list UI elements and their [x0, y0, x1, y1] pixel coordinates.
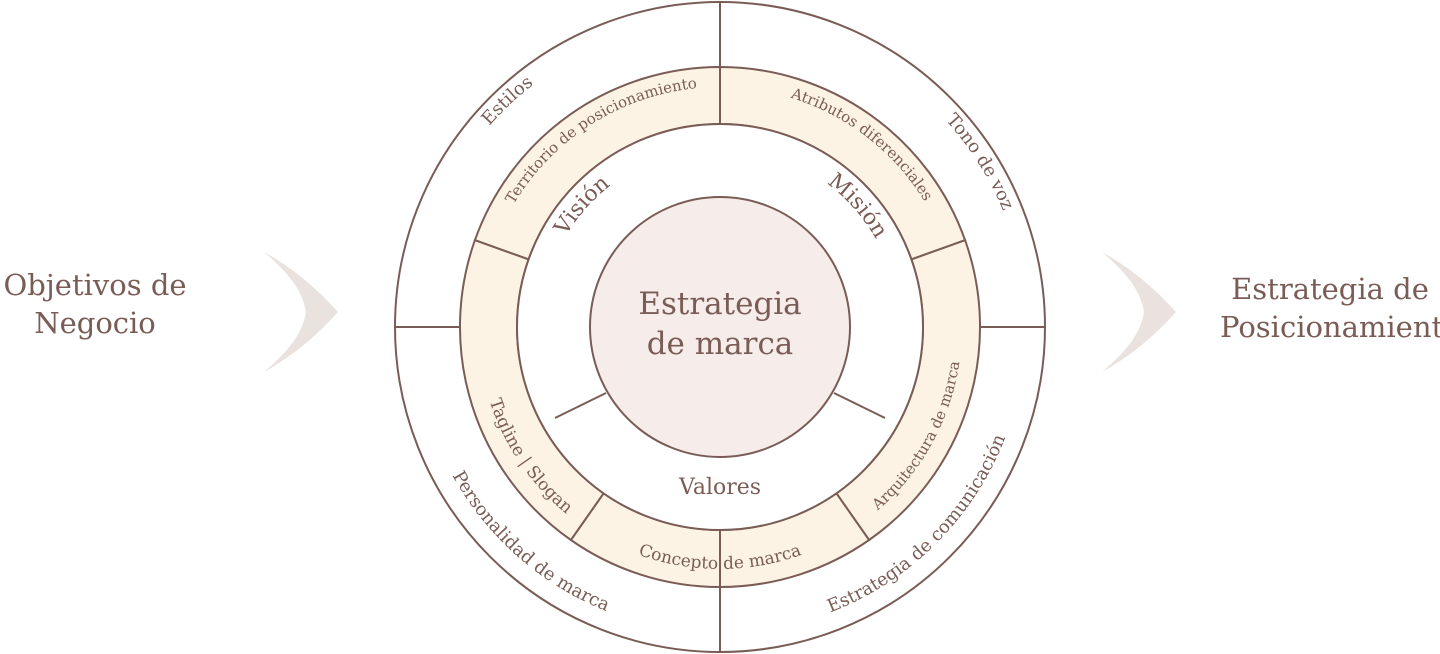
- business-objectives-line2: Negocio: [34, 306, 156, 340]
- positioning-strategy-line1: Estrategia de: [1231, 272, 1429, 306]
- center-title-line1: Estrategia: [638, 286, 801, 322]
- center-title-line2: de marca: [647, 326, 794, 362]
- positioning-strategy-line2: Posicionamiento: [1220, 310, 1440, 344]
- left-chevron-icon: [264, 252, 338, 372]
- center-circle: [589, 196, 851, 458]
- valores-label: Valores: [678, 475, 761, 500]
- positioning-strategy-label: Estrategia de Posicionamiento: [1220, 270, 1440, 346]
- business-objectives-label: Objetivos de Negocio: [0, 266, 190, 342]
- right-chevron-icon: [1102, 252, 1176, 372]
- divider-lines: [395, 2, 1045, 652]
- business-objectives-line1: Objetivos de: [3, 268, 187, 302]
